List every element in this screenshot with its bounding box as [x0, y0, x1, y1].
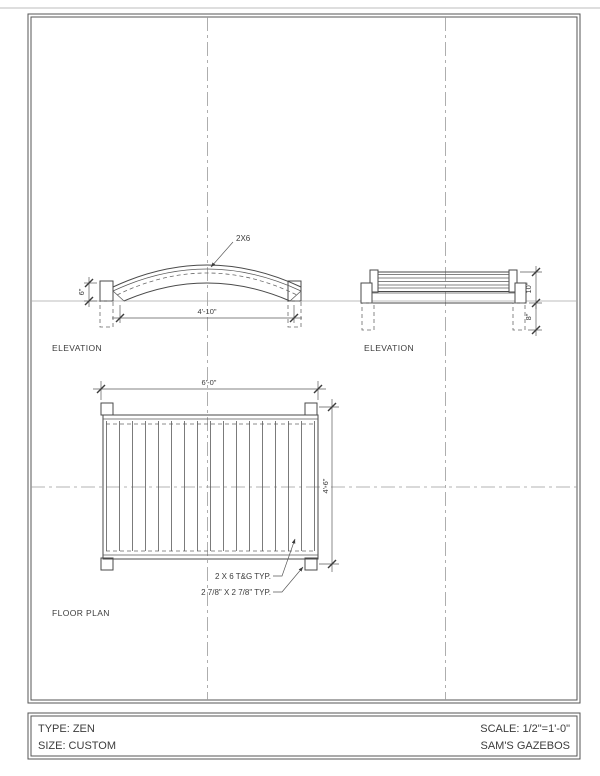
end-left-post: [369, 269, 379, 293]
deck-height-dim-text: 10": [524, 282, 533, 293]
plan-post-top-right: [304, 402, 318, 416]
arch-left-end: [112, 290, 125, 302]
plan-post-bottom-left: [100, 557, 114, 571]
title-block-scale: SCALE: 1/2"=1'-0": [480, 723, 570, 735]
post-note: 2 7/8" X 2 7/8" TYP.: [201, 588, 271, 597]
title-block-size: SIZE: CUSTOM: [38, 740, 116, 752]
left-post: [99, 280, 114, 302]
arch-top-inner: [112, 268, 302, 292]
beam-leader-line: [210, 241, 234, 268]
beam-note: 2X6: [236, 234, 251, 243]
plan-post-bottom-right: [304, 557, 318, 571]
floor-plan-view: 6'-0" 4'-6" 2 X 6 T&G TYP. 2 7/8" X 2 7/…: [52, 378, 339, 618]
plan-width-dim-text: 4'-6": [321, 478, 330, 493]
end-right-post: [508, 269, 518, 293]
arch-bottom: [123, 282, 291, 302]
end-right-post-buried: [512, 302, 526, 331]
end-left-post-buried: [361, 302, 375, 331]
title-block-company: SAM'S GAZEBOS: [480, 740, 570, 752]
sheet-border: [27, 13, 581, 704]
end-elevation-label: ELEVATION: [364, 343, 414, 353]
deck-slats-edge: [378, 271, 509, 292]
left-post-buried: [99, 300, 114, 328]
decking-note: 2 X 6 T&G TYP.: [215, 572, 271, 581]
floor-plan-label: FLOOR PLAN: [52, 608, 110, 618]
plan-length-dimension: 6'-0": [93, 378, 326, 400]
deck-outline: [102, 414, 319, 560]
decking-leader-line: [273, 538, 296, 577]
span-dimension: 4'-10": [112, 305, 302, 323]
title-block-type: TYPE: ZEN: [38, 723, 95, 735]
deck-boards: [106, 421, 315, 551]
footing-depth-dim-text: 8": [524, 313, 533, 320]
right-post-buried: [287, 300, 302, 328]
height-dimension: 6": [77, 277, 97, 307]
span-dim-text: 4'-10": [197, 307, 216, 316]
center-lines: [31, 17, 577, 700]
height-dim-text: 6": [77, 288, 86, 295]
side-elevation-label: ELEVATION: [52, 343, 102, 353]
post-leader-line: [273, 566, 304, 593]
plan-length-dim-text: 6'-0": [202, 378, 217, 387]
end-elevation-view: 10" 8" ELEVATION: [360, 266, 542, 353]
arch-right-end: [289, 290, 302, 302]
title-block: TYPE: ZEN SIZE: CUSTOM SCALE: 1/2"=1'-0"…: [27, 712, 581, 760]
arch-top-outer: [112, 264, 302, 288]
footing-depth-dimension: 8": [524, 303, 542, 336]
arch-hidden-edge: [116, 272, 298, 296]
plan-width-dimension: 4'-6": [319, 399, 339, 572]
left-base-block: [360, 282, 373, 304]
plan-post-top-left: [100, 402, 114, 416]
side-elevation-view: 2X6 4'-10" 6" ELEVATION: [52, 234, 302, 353]
